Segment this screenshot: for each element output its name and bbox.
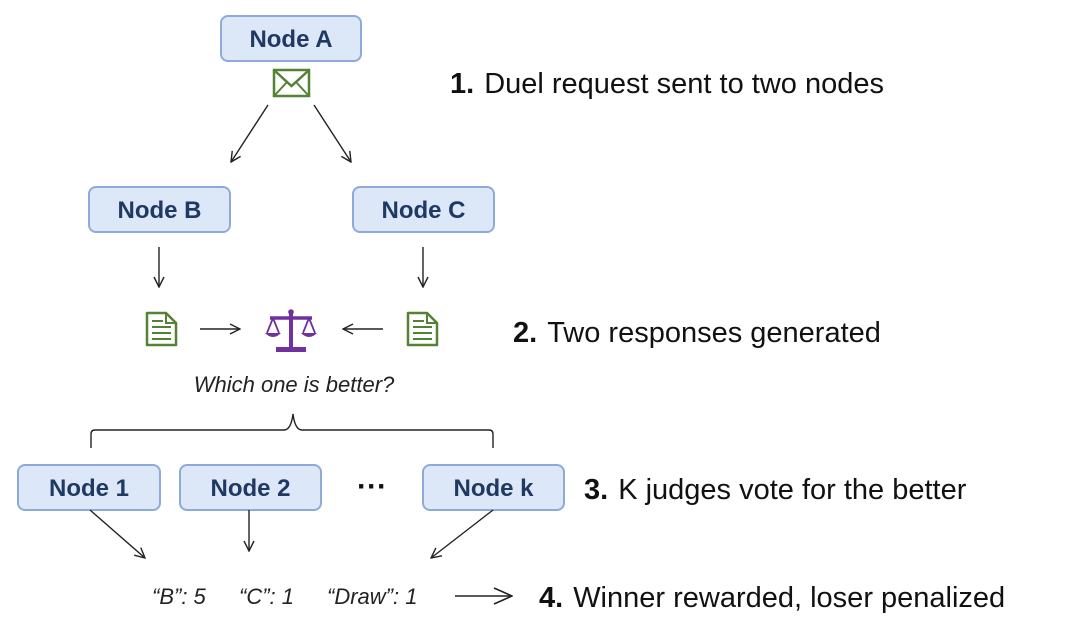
node-2: Node 2 xyxy=(179,464,322,511)
step-3: 3. K judges vote for the better xyxy=(584,474,967,506)
vote-c: “C”: 1 xyxy=(239,584,294,609)
arrow-a-to-b xyxy=(231,104,269,162)
step-4: 4. Winner rewarded, loser penalized xyxy=(539,582,1005,614)
ellipsis: ··· xyxy=(357,470,387,503)
vote-b: “B”: 5 xyxy=(152,584,207,609)
node-1: Node 1 xyxy=(17,464,161,511)
node-b: Node B xyxy=(88,186,231,233)
question-text: Which one is better? xyxy=(194,372,395,397)
arrow-node-1-vote xyxy=(89,509,145,558)
node-a-label: Node A xyxy=(249,26,332,53)
node-c-label: Node C xyxy=(382,197,466,224)
document-icon xyxy=(406,311,439,347)
arrow-a-to-c xyxy=(313,104,351,162)
node-2-label: Node 2 xyxy=(210,475,290,502)
arrow-node-k-vote xyxy=(431,509,494,558)
step-1: 1. Duel request sent to two nodes xyxy=(450,68,884,100)
vote-draw: “Draw”: 1 xyxy=(327,584,417,609)
scale-icon xyxy=(265,309,317,352)
node-k: Node k xyxy=(422,464,565,511)
node-a: Node A xyxy=(220,15,362,62)
node-c: Node C xyxy=(352,186,495,233)
node-1-label: Node 1 xyxy=(49,475,129,502)
envelope-icon xyxy=(272,68,311,98)
step-2: 2. Two responses generated xyxy=(513,317,881,349)
node-k-label: Node k xyxy=(453,475,534,502)
node-b-label: Node B xyxy=(118,197,202,224)
judges-brace xyxy=(90,413,494,448)
document-icon xyxy=(145,311,178,347)
